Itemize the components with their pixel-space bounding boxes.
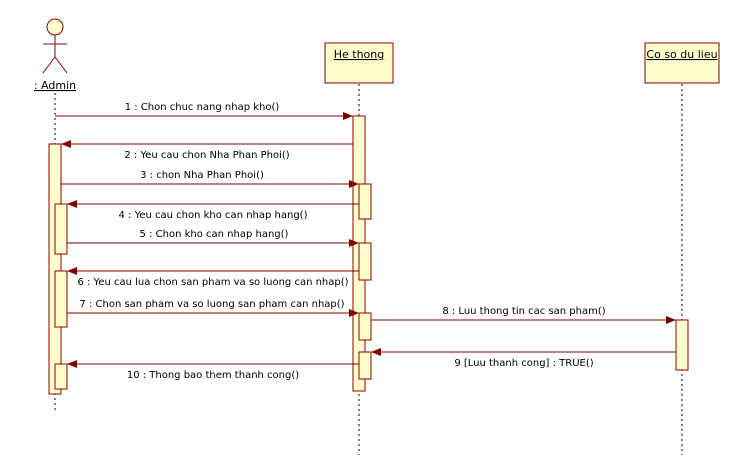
actor-leg-left xyxy=(42,56,56,74)
object-box xyxy=(324,42,394,84)
activation-admin-3 xyxy=(54,270,68,328)
actor-admin[interactable]: : Admin xyxy=(34,18,76,92)
activation-admin-2 xyxy=(54,203,68,255)
activation-system-2 xyxy=(358,183,372,220)
message-1: 1 : Chon chuc nang nhap kho() xyxy=(55,102,353,120)
message-label: 6 : Yeu cau lua chon san pham va so luon… xyxy=(77,277,348,288)
message-label: 5 : Chon kho can nhap hang() xyxy=(140,229,289,240)
message-5: 5 : Chon kho can nhap hang() xyxy=(67,229,359,247)
actor-label: : Admin xyxy=(34,79,76,92)
message-label: 3 : chon Nha Phan Phoi() xyxy=(140,170,264,181)
message-2: 2 : Yeu cau chon Nha Phan Phoi() xyxy=(61,140,353,161)
message-8: 8 : Luu thong tin cac san pham() xyxy=(371,306,676,324)
message-6: 6 : Yeu cau lua chon san pham va so luon… xyxy=(67,267,359,288)
message-label: 4 : Yeu cau chon kho can nhap hang() xyxy=(118,210,307,221)
object-label: Co so du lieu xyxy=(646,48,717,61)
activation-system-4 xyxy=(358,312,372,341)
message-label: 7 : Chon san pham va so luong san pham c… xyxy=(79,299,344,310)
message-label: 2 : Yeu cau chon Nha Phan Phoi() xyxy=(124,150,289,161)
message-3: 3 : chon Nha Phan Phoi() xyxy=(61,170,359,188)
actor-head xyxy=(46,18,64,36)
activation-db xyxy=(675,319,689,371)
message-10: 10 : Thong bao them thanh cong() xyxy=(67,360,359,381)
message-label: 8 : Luu thong tin cac san pham() xyxy=(442,306,605,317)
message-label: 9 [Luu thanh cong] : TRUE() xyxy=(454,358,593,369)
activation-system-3 xyxy=(358,242,372,281)
activation-admin-main xyxy=(48,143,62,395)
actor-leg-right xyxy=(54,56,68,74)
message-label: 10 : Thong bao them thanh cong() xyxy=(127,370,299,381)
activation-system-5 xyxy=(358,351,372,380)
object-db[interactable]: Co so du lieu xyxy=(644,42,720,84)
object-system[interactable]: He thong xyxy=(324,42,394,84)
message-4: 4 : Yeu cau chon kho can nhap hang() xyxy=(67,200,359,221)
object-label: He thong xyxy=(334,48,385,61)
message-label: 1 : Chon chuc nang nhap kho() xyxy=(125,102,280,113)
message-9: 9 [Luu thanh cong] : TRUE() xyxy=(371,348,676,369)
object-box xyxy=(644,42,720,84)
message-7: 7 : Chon san pham va so luong san pham c… xyxy=(67,299,359,317)
activation-admin-4 xyxy=(54,363,68,390)
